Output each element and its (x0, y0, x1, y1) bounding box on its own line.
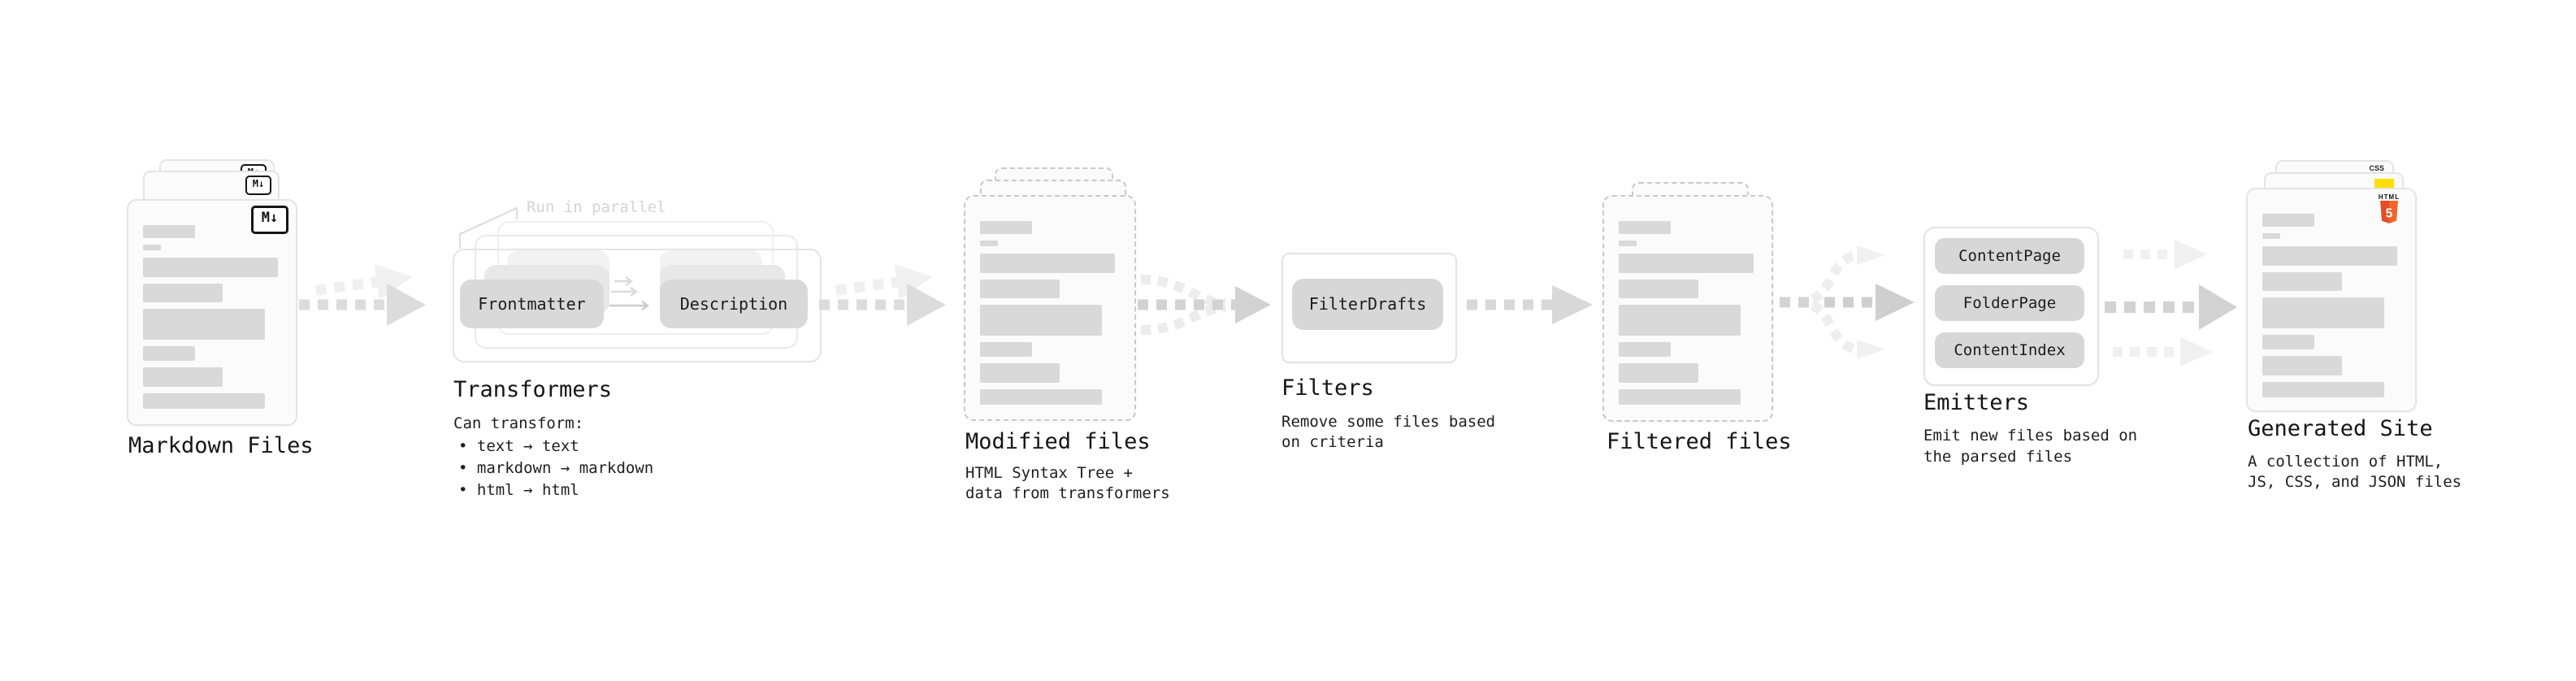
emitters-desc-line: the parsed files (1923, 448, 2073, 466)
transformers-label: Transformers (453, 377, 613, 402)
text-placeholder-bar (980, 254, 1115, 273)
text-placeholder-bar (2262, 246, 2397, 266)
emitter-contentindex-node: ContentIndex (1935, 332, 2084, 368)
text-placeholder-bar (2262, 335, 2314, 349)
emitters-label: Emitters (1923, 390, 2030, 415)
html5-icon-word: HTML (2378, 193, 2400, 201)
text-placeholder-bar (1619, 389, 1741, 405)
run-in-parallel-annotation: Run in parallel (527, 198, 666, 216)
text-placeholder-bar (980, 342, 1032, 357)
filters-desc-line: Remove some files based (1281, 413, 1496, 431)
generated-html-card: HTML 5 (2246, 188, 2417, 412)
text-placeholder-bar (1619, 305, 1741, 336)
transformers-bullet: • html → html (458, 481, 579, 499)
modified-file-card-front (964, 195, 1136, 421)
arrow-markdown-to-transformers (299, 263, 426, 326)
text-placeholder-bar (1619, 221, 1671, 234)
text-placeholder-bar (1619, 241, 1637, 246)
markdown-file-card-front: M↓ (127, 199, 297, 426)
run-in-parallel-leader-line (458, 206, 518, 249)
generated-site-desc-line: JS, CSS, and JSON files (2248, 473, 2462, 491)
text-placeholder-bar (2262, 214, 2314, 227)
frontmatter-to-description-arrows (609, 276, 650, 310)
text-placeholder-bar (980, 305, 1102, 336)
emitter-contentpage-node: ContentPage (1935, 238, 2084, 274)
modified-files-desc-line: data from transformers (965, 484, 1170, 502)
transformers-bullet: • text → text (458, 437, 579, 455)
modified-files-desc-line: HTML Syntax Tree + (965, 464, 1133, 482)
text-placeholder-bar (2262, 382, 2384, 397)
text-placeholder-bar (143, 346, 195, 361)
text-placeholder-bar (980, 241, 998, 246)
arrow-fork-filtered-to-emitters (1780, 245, 1915, 359)
markdown-files-label: Markdown Files (128, 433, 314, 458)
text-placeholder-bar (1619, 342, 1671, 357)
text-placeholder-bar (2262, 297, 2384, 328)
filters-desc-line: on criteria (1281, 433, 1384, 451)
text-placeholder-bar (1619, 363, 1698, 383)
text-placeholder-bar (143, 225, 195, 238)
text-placeholder-bar (980, 389, 1102, 405)
filters-label: Filters (1281, 375, 1374, 401)
text-placeholder-bar (980, 221, 1032, 234)
modified-files-label: Modified files (965, 429, 1151, 454)
transformers-bullet: • markdown → markdown (458, 459, 654, 477)
text-placeholder-bar (143, 393, 265, 409)
html5-icon: HTML 5 (2372, 193, 2406, 228)
text-placeholder-bar (980, 363, 1060, 383)
arrow-transformers-to-modified (819, 263, 946, 326)
frontmatter-node: Frontmatter (460, 280, 604, 328)
arrow-filters-to-filtered (1467, 285, 1593, 324)
text-placeholder-bar (143, 245, 161, 250)
markdown-icon: M↓ (251, 206, 288, 234)
text-placeholder-bar (980, 280, 1060, 298)
arrows-emitters-to-generated (2105, 240, 2237, 367)
transformers-desc-intro: Can transform: (453, 414, 584, 432)
arrow-merge-modified-to-filters (1138, 275, 1271, 335)
generated-site-label: Generated Site (2248, 416, 2433, 441)
text-placeholder-bar (1619, 254, 1754, 273)
text-placeholder-bar (2262, 272, 2342, 291)
filterdrafts-node: FilterDrafts (1292, 279, 1443, 330)
text-placeholder-bar (143, 258, 278, 277)
text-placeholder-bar (143, 284, 223, 302)
text-placeholder-bar (2262, 356, 2342, 375)
js-icon (2374, 179, 2394, 189)
description-node: Description (660, 280, 808, 328)
emitters-desc-line: Emit new files based on (1923, 427, 2138, 445)
text-placeholder-bar (2262, 233, 2280, 239)
filtered-file-card-front (1602, 195, 1773, 422)
html5-icon-number: 5 (2386, 206, 2393, 220)
text-placeholder-bar (143, 367, 223, 387)
text-placeholder-bar (1619, 280, 1698, 298)
text-placeholder-bar (143, 309, 265, 340)
generated-site-desc-line: A collection of HTML, (2248, 453, 2444, 471)
emitter-folderpage-node: FolderPage (1935, 285, 2084, 321)
filtered-files-label: Filtered files (1607, 429, 1792, 454)
markdown-icon: M↓ (245, 176, 271, 195)
